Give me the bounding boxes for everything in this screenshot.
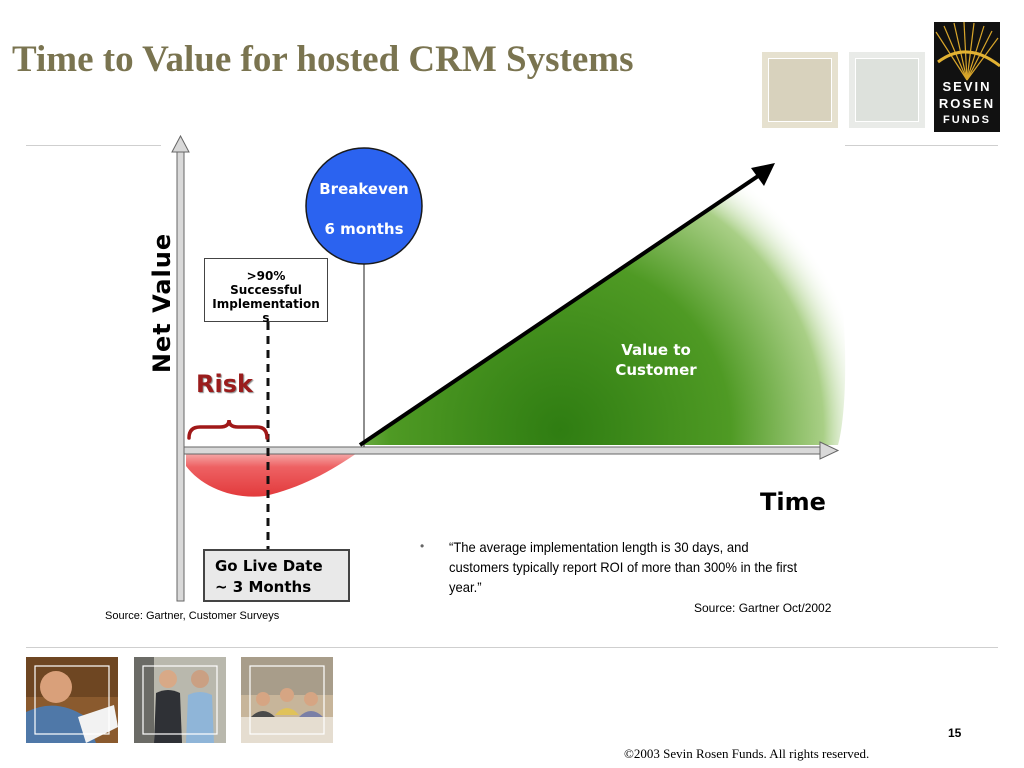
y-axis-label: Net Value [148,232,176,374]
gartner-quote: “The average implementation length is 30… [449,539,798,595]
x-axis-arrow [819,441,840,460]
value-area [360,165,846,445]
risk-label: Risk [196,370,253,398]
header-rule-left [26,145,161,146]
footer-rule [26,647,998,648]
success-rate-line-3: Implementation [212,297,320,311]
header-rule-right [845,145,998,146]
quote-bullet: • [420,539,425,553]
success-rate-line-1: >90% [246,269,286,283]
page-number: 15 [948,726,962,740]
risk-area [186,451,360,497]
breakeven-circle [305,147,423,265]
diagram-source: Source: Gartner, Customer Surveys [105,610,280,622]
x-axis-label: Time [760,488,826,516]
success-rate-line-2: Successful [230,283,302,297]
y-axis-arrow [171,134,190,153]
success-rate-line-4: s [262,311,270,325]
businessman-reading-photo [26,657,118,743]
slide-title: Time to Value for hosted CRM Systems [12,39,634,80]
sevin-rosen-logo: SEVIN ROSEN FUNDS [934,22,1000,132]
value-growth-line [358,170,766,447]
success-rate-box: >90% Successful Implementation s [204,258,328,325]
go-live-box: Go Live Date ~ 3 Months [203,549,350,602]
decorative-square-tan [762,52,838,128]
value-to-customer-label: Value to Customer [596,340,716,380]
sunburst-icon [935,22,1000,81]
value-label-line-2: Customer [615,361,697,379]
copyright-notice: ©2003 Sevin Rosen Funds. All rights rese… [624,746,870,761]
go-live-line-2: ~ 3 Months [215,578,312,596]
logo-line-1: SEVIN [942,79,992,94]
conference-table-photo [241,657,333,743]
breakeven-title: Breakeven [319,180,409,198]
logo-line-2: ROSEN [938,96,996,111]
decorative-square-grey [849,52,925,128]
logo-line-3: FUNDS [943,114,991,126]
quote-source: Source: Gartner Oct/2002 [694,601,832,615]
go-live-line-1: Go Live Date [215,557,323,575]
handshake-meeting-photo [134,657,226,743]
value-growth-arrowhead [751,163,775,186]
risk-brace [187,419,269,440]
x-axis [183,446,823,455]
y-axis [176,149,185,602]
breakeven-value: 6 months [324,220,404,238]
value-label-line-1: Value to [621,341,691,359]
